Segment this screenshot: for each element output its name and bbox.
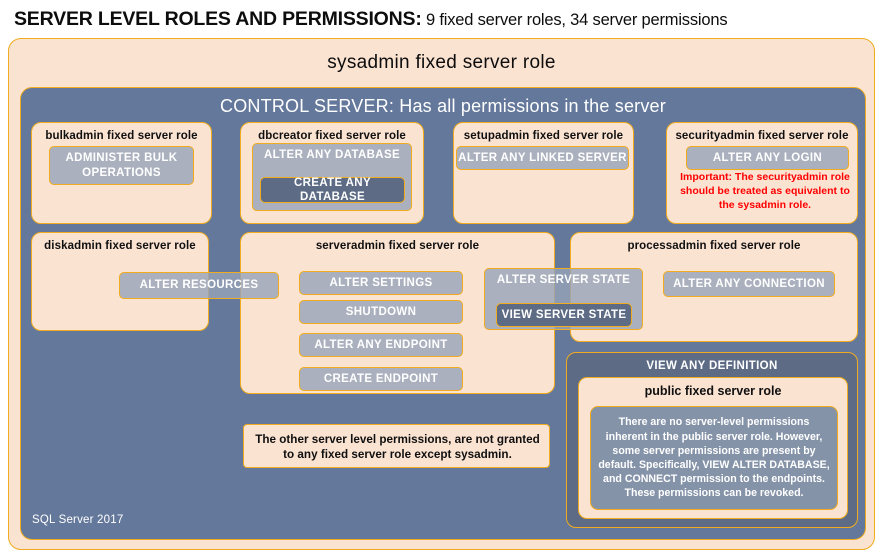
permission-alter-any-endpoint[interactable]: ALTER ANY ENDPOINT: [299, 333, 463, 357]
permission-alter-resources[interactable]: ALTER RESOURCES: [119, 272, 279, 299]
permission-create-any-database[interactable]: CREATE ANY DATABASE: [260, 177, 405, 203]
control-server-label: CONTROL SERVER: Has all permissions in t…: [220, 96, 666, 116]
role-title-diskadmin: diskadmin fixed server role: [44, 240, 196, 252]
permission-alter-settings[interactable]: ALTER SETTINGS: [299, 271, 463, 295]
note-text: The other server level permissions, are …: [255, 433, 540, 462]
securityadmin-warning-text: Important: The securityadmin role should…: [680, 171, 850, 211]
role-box-securityadmin[interactable]: securityadmin fixed server role Importan…: [666, 122, 858, 224]
permission-create-endpoint[interactable]: CREATE ENDPOINT: [299, 367, 463, 391]
permission-alter-any-login[interactable]: ALTER ANY LOGIN: [686, 146, 849, 170]
page-title-sub: 9 fixed server roles, 34 server permissi…: [421, 11, 728, 29]
page-title-main: SERVER LEVEL ROLES AND PERMISSIONS:: [14, 8, 422, 30]
role-title-bulkadmin: bulkadmin fixed server role: [45, 130, 198, 142]
role-title-processadmin: processadmin fixed server role: [627, 240, 801, 252]
role-box-setupadmin[interactable]: setupadmin fixed server role: [453, 122, 634, 224]
sysadmin-role-label: sysadmin fixed server role: [327, 52, 556, 73]
permission-alter-server-state-label: ALTER SERVER STATE: [496, 274, 631, 286]
permission-alter-any-connection[interactable]: ALTER ANY CONNECTION: [663, 271, 835, 297]
permission-view-server-state[interactable]: VIEW SERVER STATE: [496, 303, 632, 327]
permission-view-any-definition: VIEW ANY DEFINITION: [646, 360, 778, 372]
role-title-securityadmin: securityadmin fixed server role: [675, 130, 849, 142]
note-box: The other server level permissions, are …: [243, 424, 550, 468]
permission-alter-any-linked-server[interactable]: ALTER ANY LINKED SERVER: [456, 146, 629, 170]
permission-alter-any-database-label: ALTER ANY DATABASE: [264, 149, 400, 161]
permission-administer-bulk-operations[interactable]: ADMINISTER BULK OPERATIONS: [49, 146, 194, 185]
public-role-description-text: There are no server-level permissions in…: [598, 416, 830, 500]
role-title-setupadmin: setupadmin fixed server role: [463, 130, 624, 142]
public-role-description-box: There are no server-level permissions in…: [590, 406, 838, 510]
role-title-public: public fixed server role: [644, 384, 782, 398]
page-title: SERVER LEVEL ROLES AND PERMISSIONS: 9 fi…: [14, 8, 874, 36]
footer-label: SQL Server 2017: [32, 514, 124, 526]
role-box-public[interactable]: public fixed server role There are no se…: [578, 377, 848, 519]
permission-shutdown[interactable]: SHUTDOWN: [299, 300, 463, 324]
role-title-dbcreator: dbcreator fixed server role: [258, 130, 406, 142]
view-any-definition-container[interactable]: VIEW ANY DEFINITION public fixed server …: [566, 352, 858, 528]
role-title-serveradmin: serveradmin fixed server role: [315, 240, 480, 252]
